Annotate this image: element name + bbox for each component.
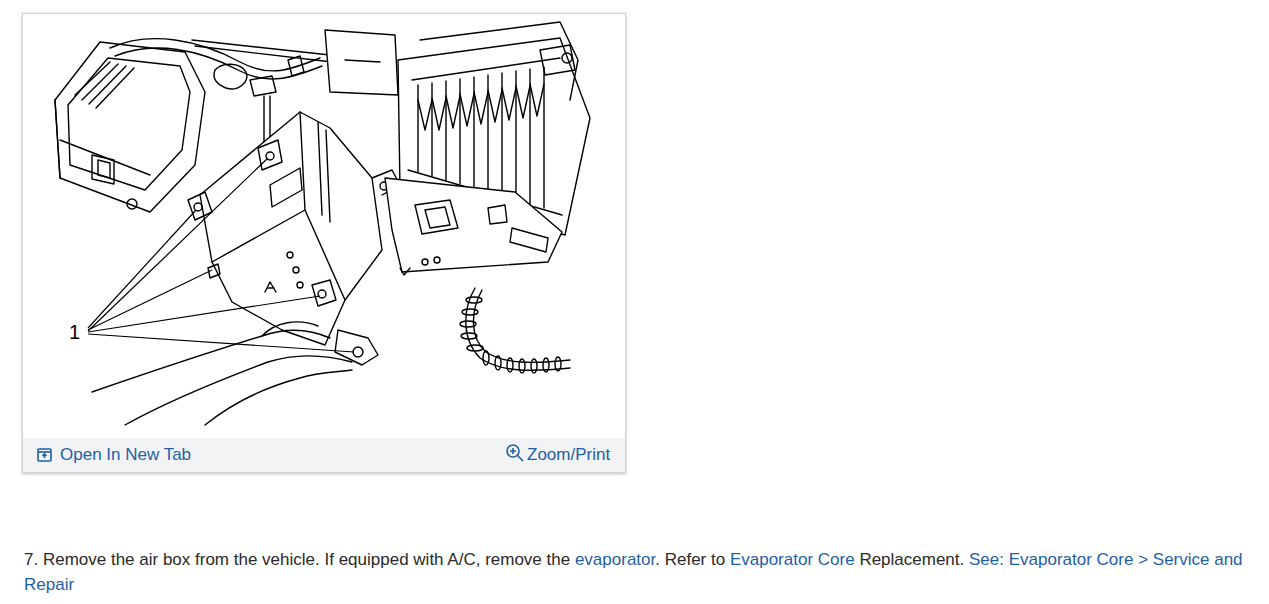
drawing-line (462, 309, 478, 315)
drawing-line (55, 42, 205, 212)
drawing-line (467, 345, 483, 351)
drawing-line (510, 228, 548, 252)
drawing-line (270, 168, 302, 207)
drawing-line (420, 22, 578, 100)
drawing-line (88, 158, 268, 331)
drawing-line (258, 140, 282, 170)
drawing-line (293, 267, 299, 273)
toolbar-link: Open In New Tab (60, 445, 191, 465)
drawing-line (518, 456, 524, 462)
drawing-line (287, 252, 293, 258)
drawing-line (43, 454, 47, 458)
drawing-line (212, 112, 345, 300)
drawing-line (110, 39, 320, 71)
drawing-line (92, 330, 330, 392)
drawing-line (415, 200, 458, 234)
drawing-line (88, 270, 212, 330)
drawing-line (422, 259, 428, 265)
step-text: 7. Remove the air box from the vehicle. … (24, 550, 570, 569)
drawing-line (88, 296, 320, 332)
drawing-line (531, 359, 537, 373)
drawing-line (385, 178, 562, 272)
drawing-line (214, 64, 247, 89)
drawing-line (288, 56, 304, 76)
drawing-line (297, 282, 303, 288)
drawing-line (562, 53, 572, 63)
drawing-line (460, 321, 476, 327)
drawing-line (466, 297, 482, 303)
drawing-line (262, 322, 318, 336)
drawing-line (55, 100, 150, 178)
drawing-line (68, 58, 190, 190)
drawing-line (466, 288, 570, 370)
drawing-line (488, 205, 507, 224)
drawing-line (495, 356, 501, 370)
drawing-line (418, 84, 544, 130)
drawing-line (115, 48, 322, 79)
drawing-line (461, 333, 477, 339)
drawing-line (38, 449, 51, 461)
drawing-line (507, 358, 513, 372)
step-text: 7. Remove the air box from the vehicle. … (24, 547, 1249, 597)
drawing-line (38, 451, 51, 453)
drawing-line (312, 280, 336, 306)
drawing-line (192, 40, 332, 62)
drawing-line (265, 282, 276, 292)
drawing-line (519, 359, 525, 373)
drawing-line (194, 203, 202, 211)
drawing-line (434, 257, 440, 263)
drawing-line (540, 45, 575, 75)
toolbar-link: Zoom/Print (527, 445, 610, 465)
drawing-line (425, 207, 450, 228)
drawing-line (400, 268, 410, 275)
drawing-line (543, 358, 549, 372)
drawing-line (555, 357, 561, 371)
drawing-line (125, 356, 352, 425)
drawing-line (88, 210, 196, 328)
spiral-loom (460, 297, 561, 373)
drawing-line (318, 122, 330, 222)
air-box-drawing (55, 22, 590, 425)
callout-number: 1 (67, 321, 82, 344)
drawing-line (205, 370, 352, 425)
drawing-line (127, 199, 137, 209)
leader-lines (88, 158, 354, 352)
drawing-line (483, 351, 489, 365)
drawing-line (510, 448, 516, 454)
drawing-line (345, 60, 380, 62)
step-text: Replacement. (859, 550, 964, 569)
drawing-line (88, 334, 354, 352)
reference-link: evaporator (575, 550, 655, 569)
drawing-line (75, 62, 134, 108)
step-text: . Refer to (655, 550, 725, 569)
drawing-line (325, 30, 398, 95)
reference-link: Evaporator Core (730, 550, 855, 569)
drawing-line (250, 76, 276, 96)
drawing-line (98, 160, 110, 178)
drawing-line (507, 445, 519, 457)
drawing-line (318, 290, 326, 298)
drawing-line (353, 347, 363, 357)
